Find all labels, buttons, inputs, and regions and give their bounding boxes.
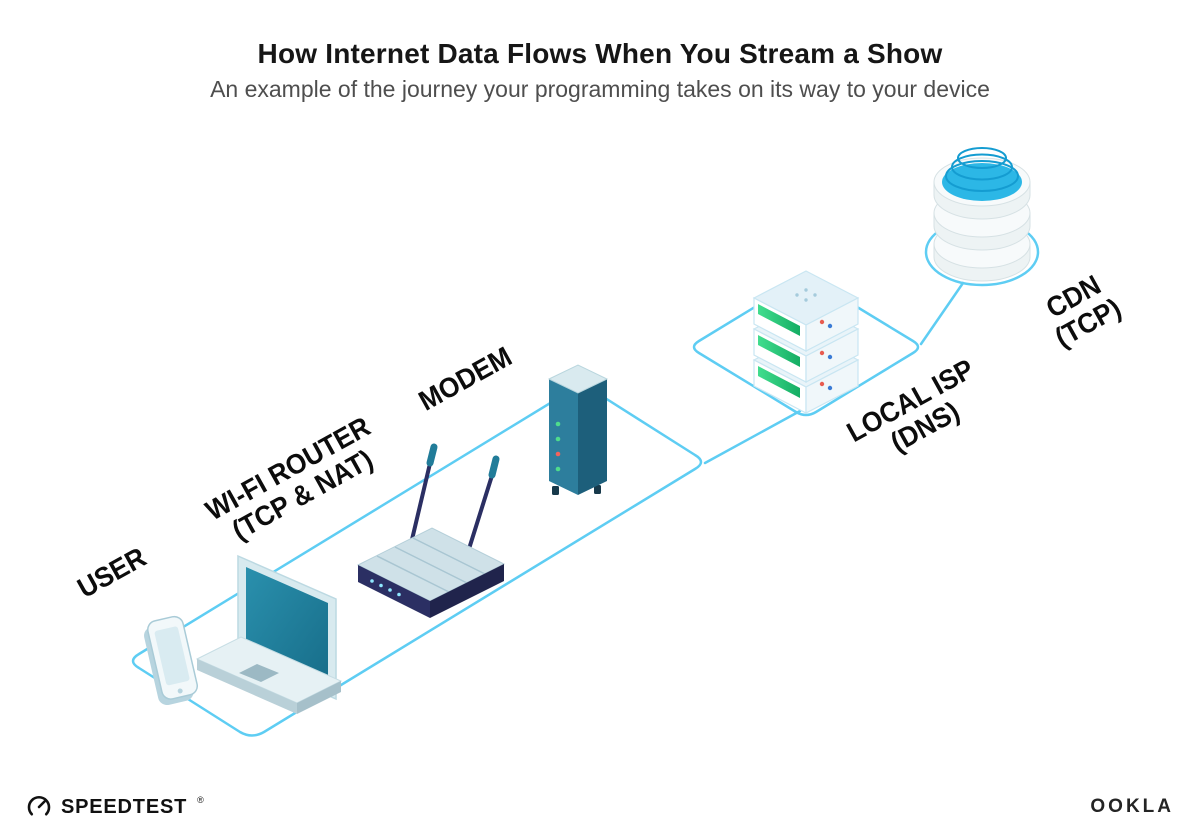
- server-unit: [752, 270, 860, 352]
- trademark-symbol: ®: [197, 795, 204, 805]
- page-subtitle: An example of the journey your programmi…: [210, 76, 990, 102]
- wifi-router-icon: [356, 443, 506, 618]
- speedtest-gauge-icon: [27, 795, 51, 816]
- modem-icon: [547, 364, 609, 495]
- laptop-icon: [195, 554, 343, 714]
- connection-line-isp-cdn: [919, 281, 965, 346]
- database-icon: [933, 147, 1031, 282]
- server-stack-icon: [752, 270, 860, 414]
- speedtest-wordmark: SPEEDTEST: [61, 795, 188, 818]
- smartphone-icon: [144, 615, 199, 706]
- ookla-logo: OOKLA: [1090, 796, 1174, 817]
- speedtest-logo: SPEEDTEST ®: [26, 794, 204, 820]
- connection-line-modem-isp: [703, 409, 802, 465]
- page-title: How Internet Data Flows When You Stream …: [257, 38, 943, 69]
